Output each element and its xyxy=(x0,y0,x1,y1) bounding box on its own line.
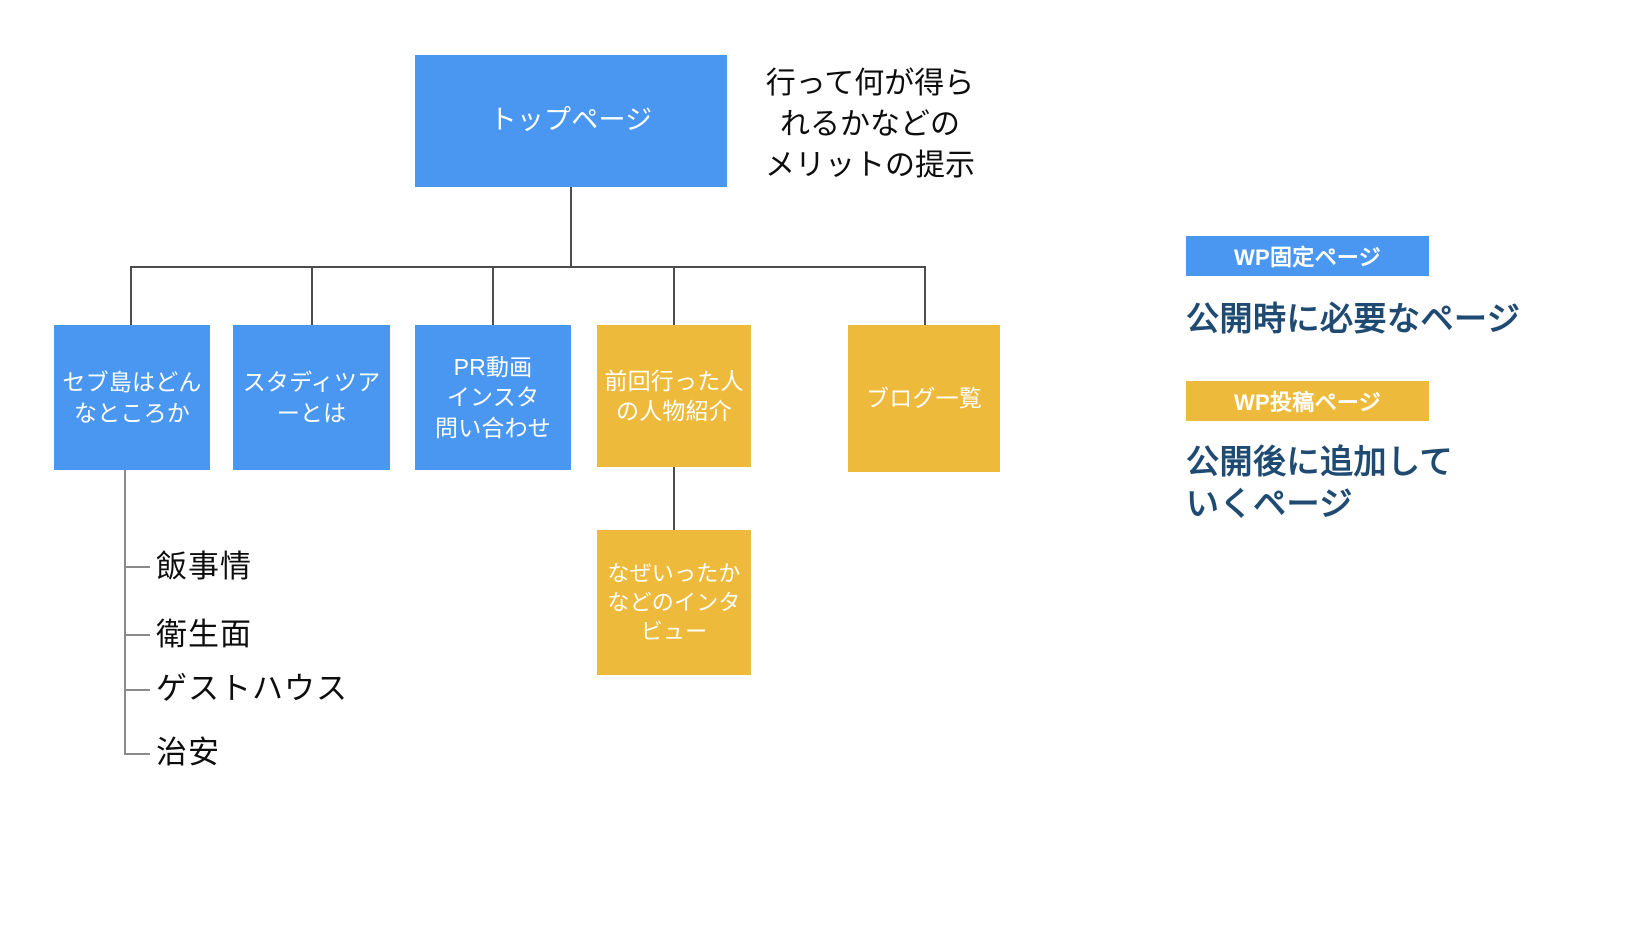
node-pr-instagram-contact[interactable]: PR動画 インスタ 問い合わせ xyxy=(415,325,571,470)
connector-drop-2 xyxy=(311,266,313,325)
subitem-label-meals: 飯事情 xyxy=(156,549,252,584)
node-blog-list[interactable]: ブログ一覧 xyxy=(848,325,1000,472)
connector-drop-1 xyxy=(130,266,132,325)
legend-swatch-wp-fixed-page: WP固定ページ xyxy=(1186,236,1429,276)
connector-drop-3 xyxy=(492,266,494,325)
subitem-spine xyxy=(124,470,126,755)
subitem-label-safety: 治安 xyxy=(156,735,220,770)
subitem-tick-4 xyxy=(124,753,150,755)
node-cebu-intro[interactable]: セブ島はどん なところか xyxy=(54,325,210,470)
subitem-tick-2 xyxy=(124,634,150,636)
node-previous-participants[interactable]: 前回行った人 の人物紹介 xyxy=(597,325,751,467)
subitem-label-guesthouse: ゲストハウス xyxy=(156,671,348,706)
legend-description-wp-post-page: 公開後に追加して いくページ xyxy=(1186,443,1454,523)
connector-drop-level3 xyxy=(673,467,675,530)
node-interview[interactable]: なぜいったか などのインタ ビュー xyxy=(597,530,751,675)
connector-trunk xyxy=(570,187,572,267)
connector-drop-5 xyxy=(924,266,926,325)
subitem-tick-1 xyxy=(124,566,150,568)
subitem-tick-3 xyxy=(124,689,150,691)
connector-drop-4 xyxy=(673,266,675,325)
node-study-tour[interactable]: スタディツア ーとは xyxy=(233,325,390,470)
legend-swatch-wp-post-page: WP投稿ページ xyxy=(1186,381,1429,421)
node-top-page[interactable]: トップページ xyxy=(415,55,727,187)
connector-bus xyxy=(130,266,925,268)
subitem-label-hygiene: 衛生面 xyxy=(156,617,252,652)
annotation-top-page: 行って何が得ら れるかなどの メリットの提示 xyxy=(765,67,975,182)
legend-description-wp-fixed-page: 公開時に必要なページ xyxy=(1186,300,1521,337)
